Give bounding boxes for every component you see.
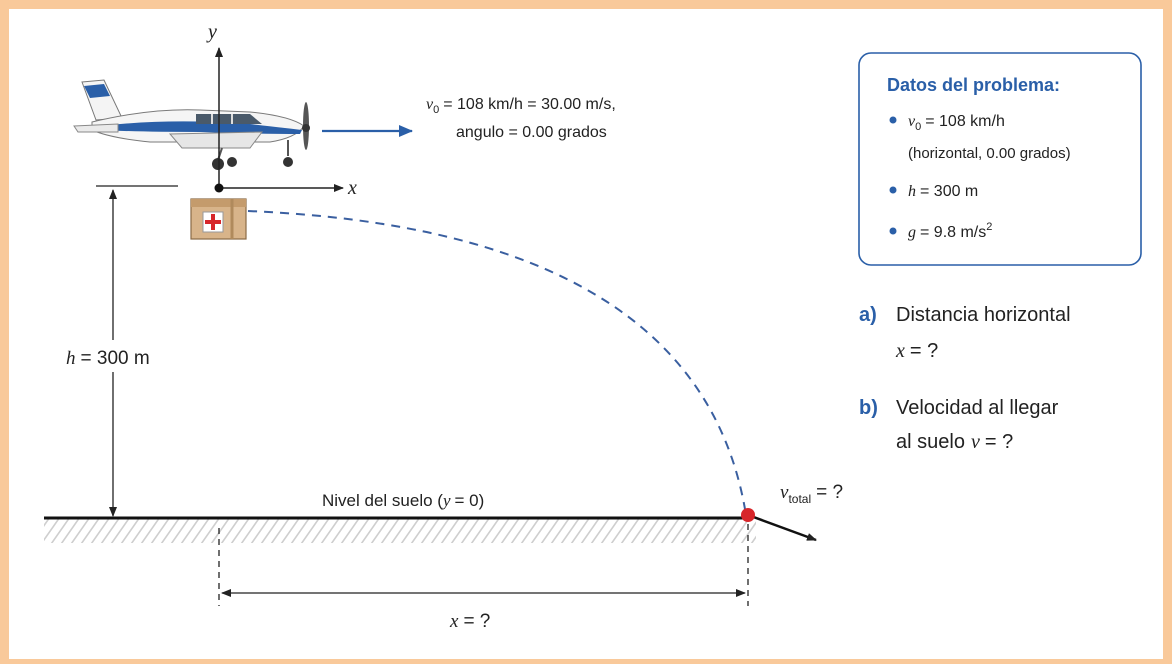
question-a-line2: x= ? bbox=[895, 340, 938, 362]
velocity-label-line1: v0= 108 km/h = 30.00 m/s, bbox=[426, 96, 616, 116]
data-h: h= 300 m bbox=[908, 183, 978, 200]
bullet-icon bbox=[889, 116, 897, 124]
question-b-letter: b) bbox=[859, 397, 878, 419]
ground-label: Nivel del suelo (y= 0) bbox=[322, 491, 484, 510]
figure-frame: y x v0= 108 km/h = 30.00 m/s, angulo = 0… bbox=[9, 9, 1163, 659]
velocity-label-line2: angulo = 0.00 grados bbox=[456, 124, 607, 141]
origin-point bbox=[214, 183, 224, 193]
x-axis-label: x bbox=[347, 177, 357, 199]
data-box: Datos del problema: v0= 108 km/h (horizo… bbox=[858, 52, 1142, 266]
bullet-icon bbox=[889, 227, 897, 235]
question-a-line1: Distancia horizontal bbox=[896, 304, 1071, 326]
medical-package-icon bbox=[190, 198, 247, 240]
vtotal-label: vtotal= ? bbox=[780, 482, 843, 506]
final-velocity-arrow bbox=[747, 513, 817, 542]
data-g: g= 9.8 m/s2 bbox=[908, 221, 992, 241]
question-a-letter: a) bbox=[859, 304, 877, 326]
y-axis-label: y bbox=[206, 21, 217, 43]
projectile-diagram: y x v0= 108 km/h = 30.00 m/s, angulo = 0… bbox=[44, 21, 1142, 632]
trajectory-path bbox=[247, 210, 747, 516]
airplane-icon bbox=[73, 79, 310, 170]
height-label: h= 300 m bbox=[66, 348, 150, 369]
data-v0: v0= 108 km/h bbox=[908, 113, 1005, 133]
bullet-icon bbox=[889, 186, 897, 194]
impact-point bbox=[741, 508, 755, 522]
data-box-title: Datos del problema: bbox=[887, 75, 1060, 95]
ground-hatch bbox=[44, 519, 756, 543]
question-b-line1: Velocidad al llegar bbox=[896, 397, 1059, 419]
data-v0-note: (horizontal, 0.00 grados) bbox=[908, 145, 1071, 162]
x-distance-label: x= ? bbox=[449, 611, 490, 632]
